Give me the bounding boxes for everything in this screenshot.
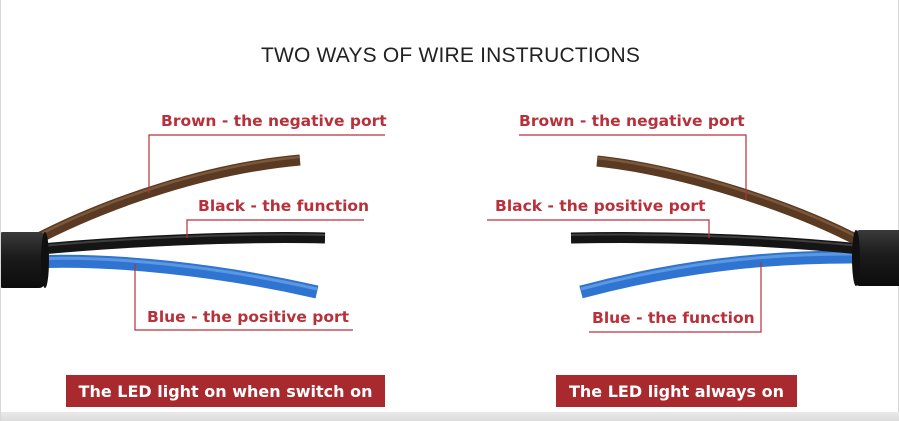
left-blue-wire — [30, 254, 319, 299]
diagram-title: TWO WAYS OF WIRE INSTRUCTIONS — [260, 44, 641, 67]
left-black-wire — [30, 232, 326, 256]
left-cable-jacket — [1, 232, 45, 288]
right-banner: The LED light always on — [556, 375, 797, 407]
right-leader-lines — [487, 134, 762, 333]
right-black-label: Black - the positive port — [495, 197, 706, 215]
right-black-wire — [570, 232, 862, 255]
left-cable — [1, 154, 326, 299]
right-cable-jacket — [854, 230, 899, 286]
left-brown-wire — [28, 154, 301, 247]
left-blue-label: Blue - the positive port — [147, 308, 350, 326]
left-black-label: Black - the function — [198, 197, 370, 215]
right-cable — [570, 155, 899, 299]
right-blue-label: Blue - the function — [592, 309, 755, 327]
left-banner: The LED light on when switch on — [66, 375, 385, 407]
right-brown-wire — [596, 155, 864, 247]
left-leader-lines — [134, 134, 385, 331]
right-brown-label: Brown - the negative port — [519, 112, 745, 130]
right-blue-wire — [579, 250, 862, 299]
left-brown-label: Brown - the negative port — [161, 112, 387, 130]
bottom-strip — [1, 412, 899, 421]
